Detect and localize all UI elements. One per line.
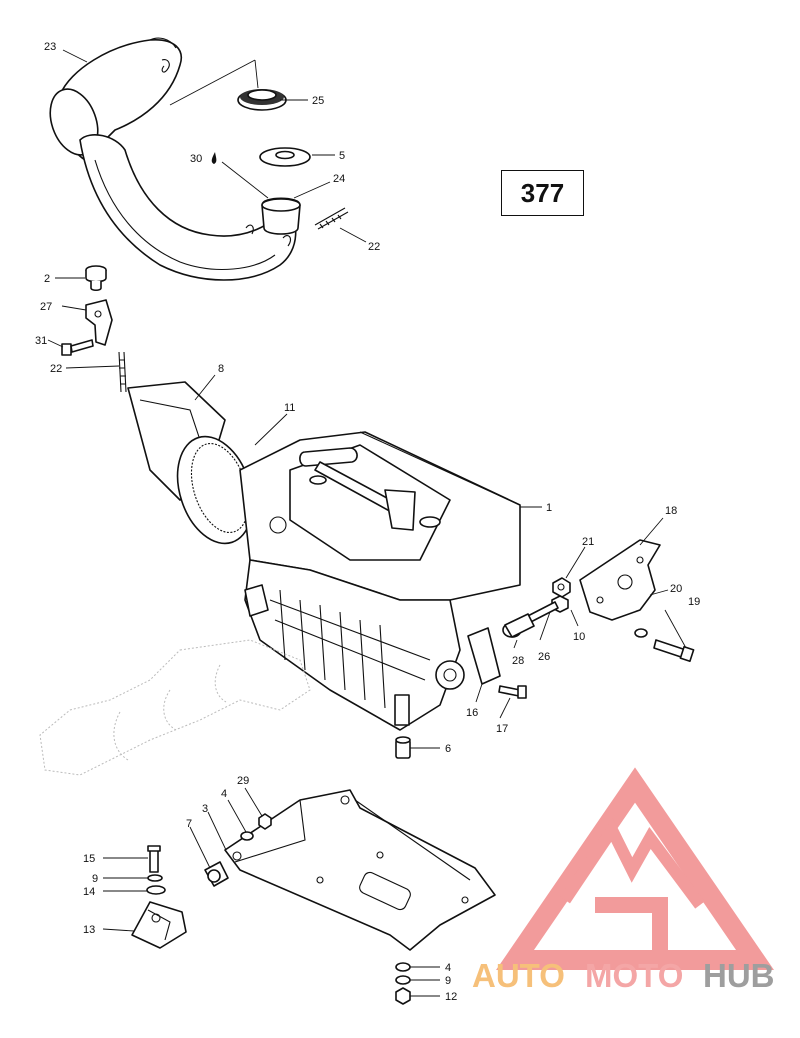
sleeve-part-28	[502, 613, 535, 638]
callout-16: 16	[466, 707, 478, 719]
callout-24: 24	[333, 173, 345, 185]
callout-13: 13	[83, 924, 95, 936]
washer-part-9-left	[147, 874, 163, 882]
bolt-part-31	[61, 339, 94, 356]
callout-29: 29	[237, 775, 249, 787]
bolt-part-17	[498, 685, 527, 699]
seal-part-25	[237, 89, 287, 111]
callout-10: 10	[573, 631, 585, 643]
nut-part-29	[258, 813, 272, 830]
washer-part-14	[146, 885, 166, 895]
callout-31: 31	[35, 335, 47, 347]
engine-part-1	[239, 431, 521, 731]
callout-22-lower: 22	[50, 363, 62, 375]
callout-9-lower: 9	[445, 975, 451, 987]
spring-part-22-upper	[314, 207, 349, 230]
washer-part-4-upper	[240, 831, 254, 841]
page-number-box: 377	[501, 170, 584, 216]
callout-2: 2	[44, 273, 50, 285]
coupler-part-24	[261, 197, 301, 235]
washer-part-4-lower	[395, 962, 411, 972]
automotohub-wordmark: AUTO MOTO HUB	[472, 957, 775, 994]
washer-part-20	[634, 628, 648, 638]
callout-8: 8	[218, 363, 224, 375]
callout-15: 15	[83, 853, 95, 865]
mount-part-13	[131, 901, 187, 949]
callout-14: 14	[83, 886, 95, 898]
callout-11: 11	[284, 402, 295, 414]
bracket-part-16	[467, 627, 501, 685]
callout-numbers: 23 25 30 5 24 22 2 27 31 22 8 11 1 18 21…	[35, 41, 700, 1003]
brand-word-hub: HUB	[703, 957, 775, 994]
brand-word-auto: AUTO	[472, 957, 565, 994]
callout-18: 18	[665, 505, 677, 517]
leader-lines	[47, 49, 687, 997]
spring-part-22-lower	[118, 351, 127, 393]
callout-6: 6	[445, 743, 451, 755]
plate-part-18	[579, 539, 661, 621]
callout-7: 7	[186, 818, 192, 830]
callout-22-upper: 22	[368, 241, 380, 253]
callout-17: 17	[496, 723, 508, 735]
washer-part-5	[259, 147, 311, 167]
cap-part-2	[85, 265, 107, 292]
callout-5: 5	[339, 150, 345, 162]
exhaust-leader	[169, 59, 256, 106]
callout-1: 1	[546, 502, 552, 514]
callout-28: 28	[512, 655, 524, 667]
brand-word-moto: MOTO	[585, 957, 683, 994]
washer-part-9-lower	[395, 975, 411, 985]
leader-30-line	[221, 161, 269, 199]
bolt-part-19	[653, 639, 695, 663]
callout-27: 27	[40, 301, 52, 313]
drop-part-30	[211, 152, 217, 164]
mount-part-7	[204, 861, 229, 887]
callout-12: 12	[445, 991, 457, 1003]
spacer-part-6	[395, 736, 411, 759]
callout-3: 3	[202, 803, 208, 815]
callout-25: 25	[312, 95, 324, 107]
callout-23: 23	[44, 41, 56, 53]
callout-26: 26	[538, 651, 550, 663]
nut-part-12	[395, 987, 411, 1005]
engine-support-part-3	[224, 789, 496, 951]
nut-part-21	[552, 577, 571, 598]
exhaust-manifold-ghost	[39, 639, 311, 776]
bolt-part-15	[147, 845, 161, 873]
callout-4-lower: 4	[445, 962, 451, 974]
bracket-part-27	[85, 299, 113, 346]
callout-20: 20	[670, 583, 682, 595]
callout-9-left: 9	[92, 873, 98, 885]
callout-30: 30	[190, 153, 202, 165]
callout-21: 21	[582, 536, 594, 548]
automotohub-logo	[496, 767, 774, 970]
leader-25-up	[254, 59, 259, 89]
callout-19: 19	[688, 596, 700, 608]
callout-4-upper: 4	[221, 788, 227, 800]
